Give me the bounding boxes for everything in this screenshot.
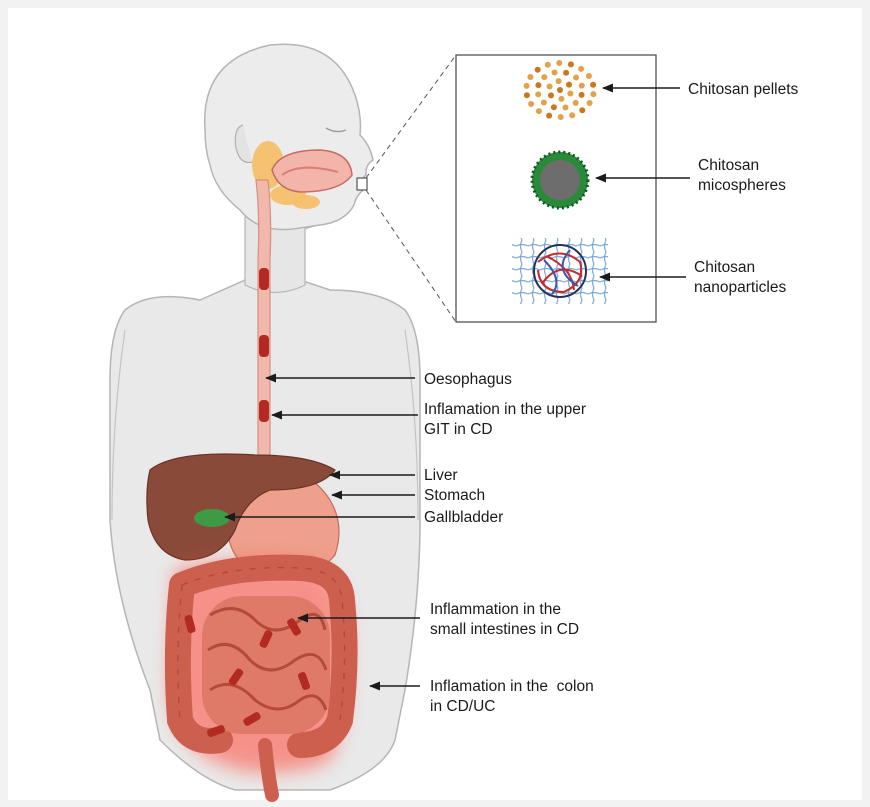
pellet-dot [579,83,585,89]
label-chitosan-nanoparticles-line2: nanoparticles [694,279,786,296]
pellet-dot [535,67,541,73]
oral-cavity [272,150,352,192]
label-upper-git-line2: GIT in CD [424,421,493,438]
pellet-dot [557,87,563,93]
pellet-dot [590,82,596,88]
label-chitosan-pellets: Chitosan pellets [688,81,799,98]
pellet-dot [579,107,585,113]
pellet-dot [563,70,569,76]
label-colon-line2: in CD/UC [430,698,495,715]
pellet-dot [587,100,593,106]
chitosan-microspheres-icon [532,152,588,208]
pellet-dot [573,75,579,81]
pellet-dot [536,108,542,114]
label-colon-line1: Inflamation in the colon [430,678,594,695]
pellet-dot [568,61,574,67]
pellet-dot [552,70,558,76]
pellet-dot [535,91,541,97]
pellet-dot [546,113,552,119]
label-stomach: Stomach [424,487,485,504]
label-small-intestine-line2: small intestines in CD [430,621,579,638]
pellet-dot [563,105,569,111]
pellet-dot [573,100,579,106]
gallbladder-organ [194,509,230,527]
pellet-dot [541,74,547,80]
pellet-dot [578,66,584,72]
label-upper-git-line1: Inflamation in the upper [424,401,586,418]
pellet-dot [569,112,575,118]
label-chitosan-microspheres-line1: Chitosan [698,157,759,174]
small-intestine-organ [202,596,330,734]
pellet-dot [535,82,541,88]
label-liver: Liver [424,467,458,484]
pellet-dot [548,92,554,98]
label-oesophagus: Oesophagus [424,371,512,388]
label-chitosan-nanoparticles-line1: Chitosan [694,259,755,276]
pellet-dot [558,96,564,102]
pellet-dot [527,74,533,80]
pellet-dot [556,78,562,84]
pellet-dot [567,91,573,97]
pellet-dot [524,92,530,98]
pellet-dot [524,83,530,89]
label-gallbladder: Gallbladder [424,509,503,526]
pellet-dot [590,91,596,97]
pellet-dot [541,100,547,106]
pellet-dot [558,114,564,120]
pellet-dot [586,73,592,79]
chitosan-nanoparticles-icon [512,238,608,304]
pellet-dot [528,101,534,107]
label-chitosan-microspheres-line2: micospheres [698,177,786,194]
oesophagus-tube [256,180,271,470]
pellet-dot [545,62,551,68]
pellet-dot [551,104,557,110]
pellet-dot [556,60,562,66]
label-small-intestine-line1: Inflammation in the [430,601,561,618]
pellet-dot [566,82,572,88]
pellet-dot [547,84,553,90]
pellet-dot [579,92,585,98]
